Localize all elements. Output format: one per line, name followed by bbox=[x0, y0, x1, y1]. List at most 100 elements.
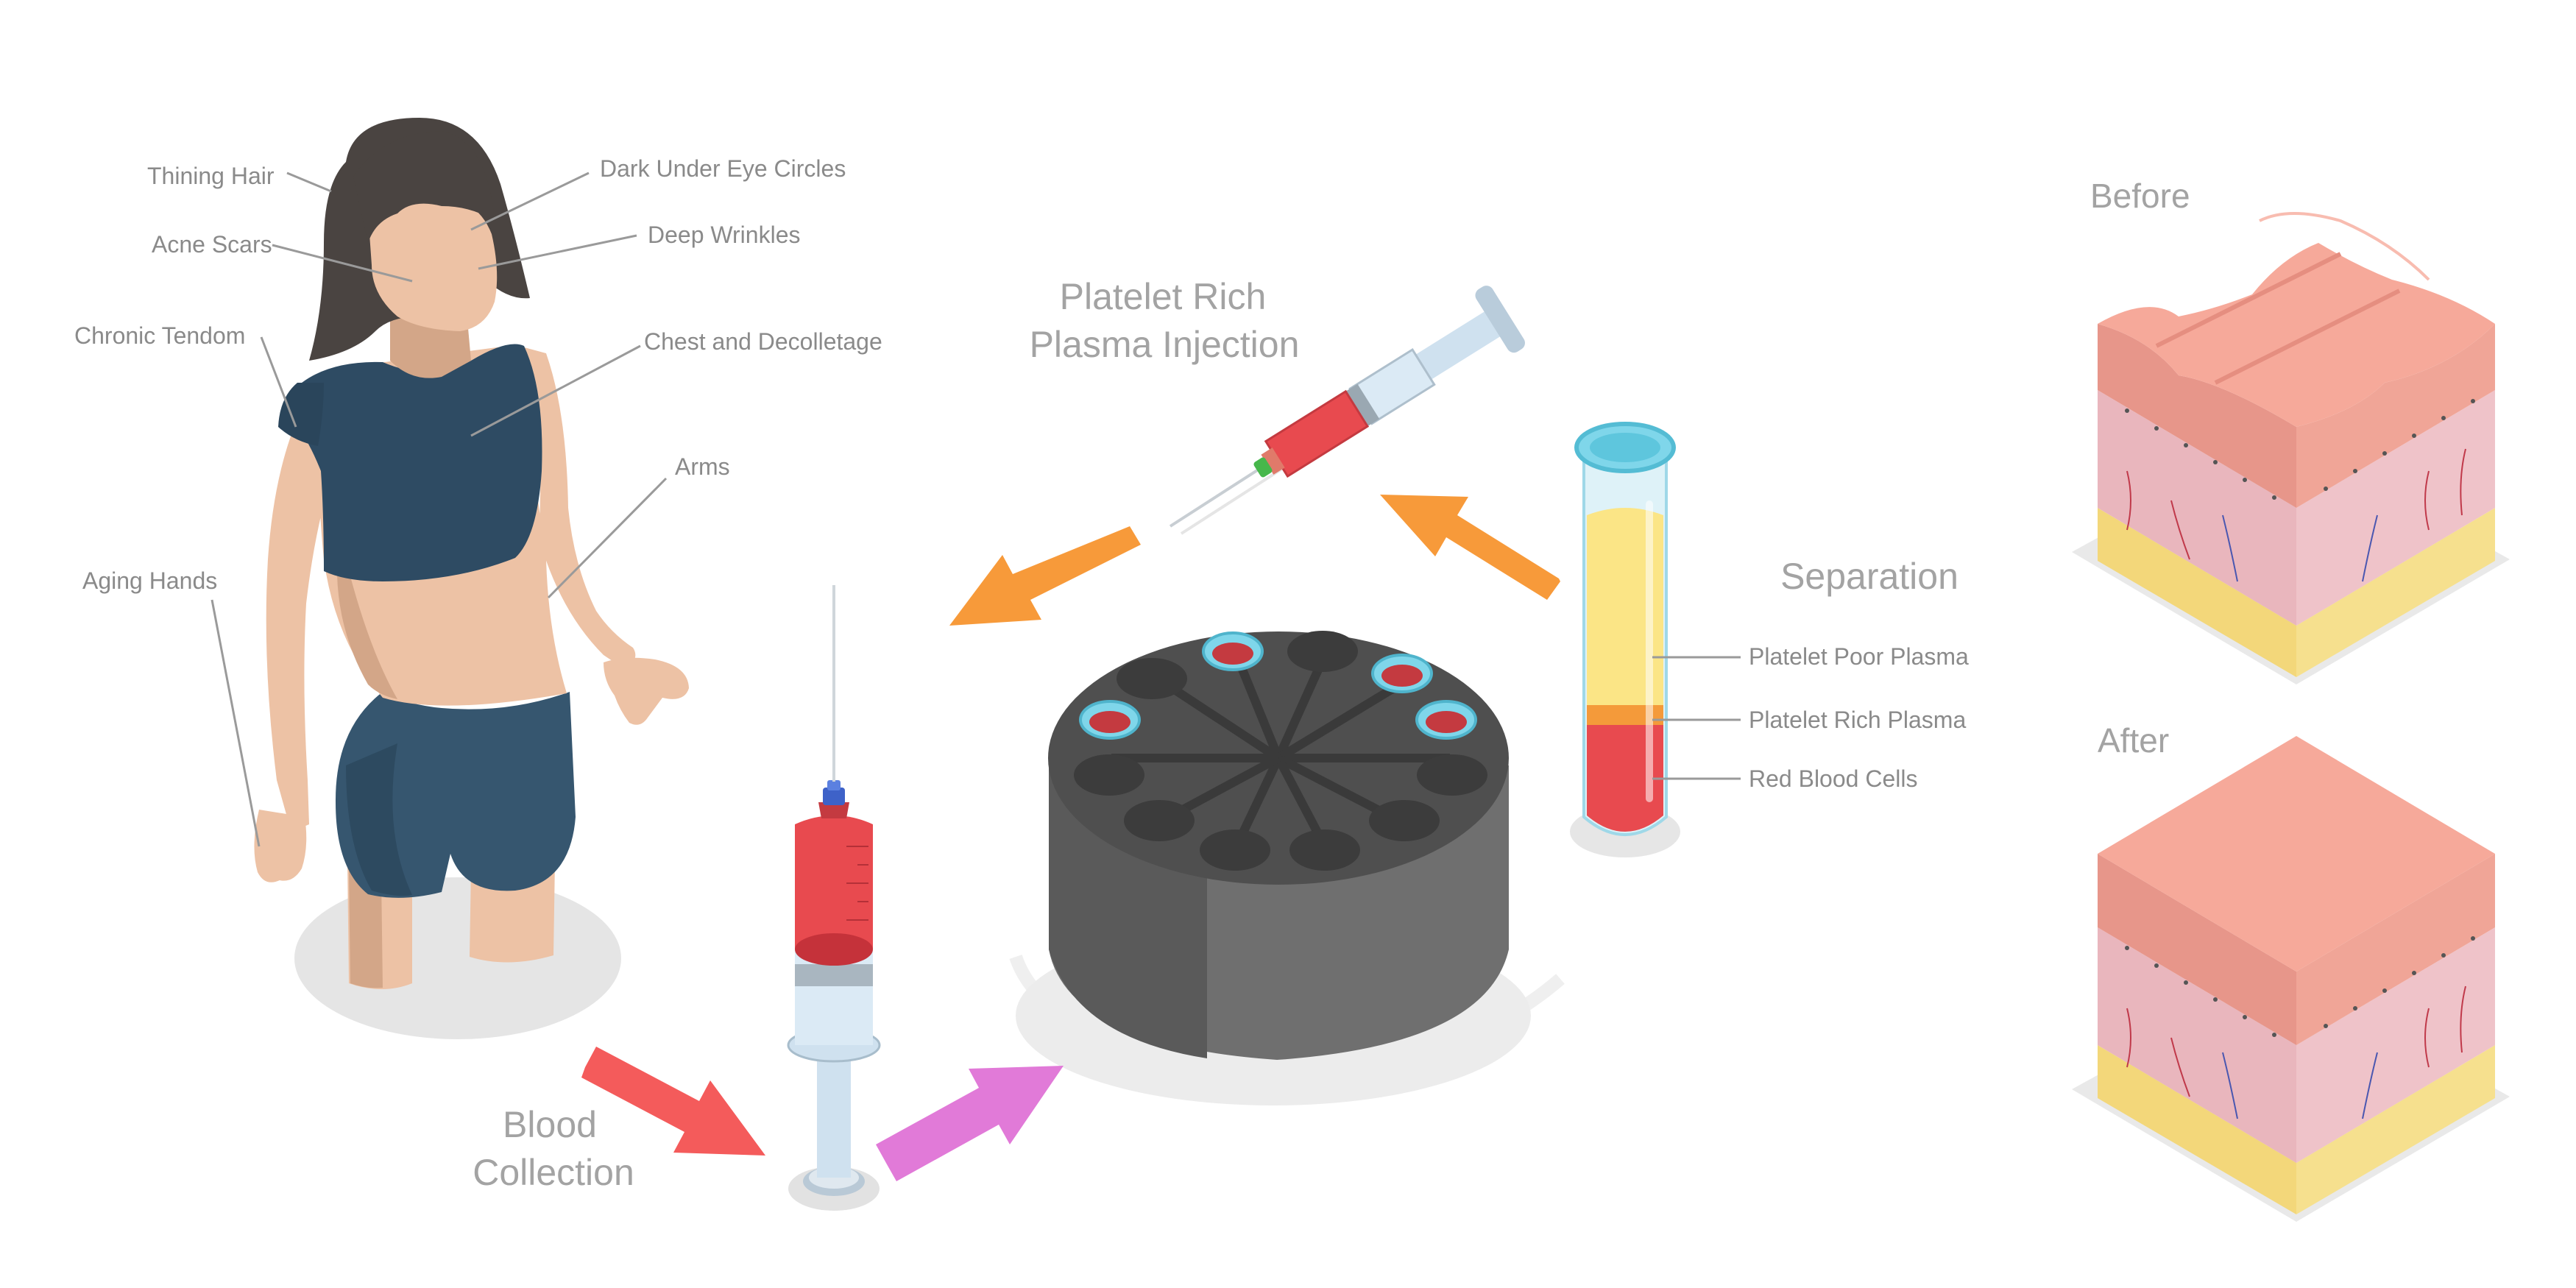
leader-aging-hands bbox=[210, 599, 261, 847]
leader-arms bbox=[547, 477, 668, 599]
label-chronic-tendom: Chronic Tendom bbox=[74, 322, 245, 349]
after-vessels-blue bbox=[2222, 1052, 2378, 1119]
before-epidermis-left bbox=[2098, 324, 2296, 508]
right-arm bbox=[519, 346, 636, 670]
tube-leader-lines bbox=[1652, 656, 1741, 780]
tube-rim-inner bbox=[1590, 433, 1660, 462]
label-arms: Arms bbox=[675, 453, 730, 480]
skin-cube-after bbox=[2072, 736, 2510, 1222]
arrow-orange-tube-to-syringe bbox=[1380, 495, 1560, 600]
injection-syringe bbox=[1169, 286, 1525, 535]
before-cell-dots bbox=[2125, 399, 2475, 500]
step-titles: Platelet Rich Plasma Injection Blood Col… bbox=[473, 276, 1958, 1193]
arrow-pink-to-centrifuge bbox=[876, 1066, 1064, 1181]
title-collection-line1: Blood bbox=[503, 1104, 597, 1145]
separation-test-tube bbox=[1570, 422, 1680, 857]
label-platelet-rich-plasma: Platelet Rich Plasma bbox=[1749, 707, 1966, 733]
injection-needle bbox=[1169, 459, 1275, 528]
syringe-blood-dark bbox=[795, 933, 873, 966]
after-fat-left bbox=[2098, 1045, 2296, 1214]
centrifuge bbox=[1009, 631, 1565, 1105]
patient-figure bbox=[254, 118, 689, 1039]
before-dermis-right bbox=[2296, 390, 2495, 626]
leader-dark-under-eye bbox=[470, 171, 590, 231]
title-injection-line1: Platelet Rich bbox=[1060, 276, 1267, 317]
after-cell-dots bbox=[2125, 936, 2475, 1037]
process-arrows bbox=[581, 495, 1560, 1181]
syringe-hub bbox=[818, 802, 849, 818]
arrow-red-to-syringe bbox=[581, 1047, 765, 1156]
leader-chest bbox=[470, 344, 641, 437]
tube-layer-poor-plasma bbox=[1587, 508, 1663, 705]
left-arm bbox=[266, 412, 339, 827]
heading-after: After bbox=[2098, 721, 2169, 760]
syringe-plunger-rod bbox=[817, 1060, 851, 1178]
face bbox=[368, 195, 498, 331]
before-top-ridge bbox=[2259, 212, 2430, 281]
torso-shade bbox=[337, 559, 397, 699]
tube-layer-rbc bbox=[1587, 721, 1663, 832]
left-hand bbox=[254, 810, 307, 882]
tube-layer-labels: Platelet Poor Plasma Platelet Rich Plasm… bbox=[1749, 643, 1969, 792]
title-separation: Separation bbox=[1780, 556, 1958, 597]
leader-deep-wrinkles bbox=[478, 234, 637, 270]
collection-syringe bbox=[787, 585, 881, 1211]
before-vessels-blue bbox=[2222, 514, 2378, 582]
centrifuge-sample-tubes bbox=[1079, 631, 1477, 740]
figure-floor-shadow bbox=[294, 877, 621, 1039]
leader-acne-scars bbox=[272, 244, 413, 283]
right-hand bbox=[604, 657, 689, 725]
label-acne-scars: Acne Scars bbox=[152, 231, 272, 258]
label-deep-wrinkles: Deep Wrinkles bbox=[648, 222, 800, 248]
figure-labels: Thining Hair Acne Scars Chronic Tendom A… bbox=[74, 155, 882, 594]
syringe-cap bbox=[823, 788, 845, 805]
label-dark-under-eye-circles: Dark Under Eye Circles bbox=[600, 155, 846, 182]
before-fat-left bbox=[2098, 508, 2296, 677]
injection-plunger-rod bbox=[1409, 308, 1507, 384]
before-top-groove-2 bbox=[2214, 289, 2401, 385]
injection-green-cap bbox=[1253, 457, 1273, 478]
sample-tube-4 bbox=[1415, 700, 1477, 740]
title-collection-line2: Collection bbox=[473, 1152, 634, 1193]
after-top-surface bbox=[2098, 736, 2495, 972]
before-vessels bbox=[2126, 448, 2466, 560]
after-dermis-left bbox=[2098, 927, 2296, 1163]
before-fat-right bbox=[2296, 508, 2495, 677]
label-red-blood-cells: Red Blood Cells bbox=[1749, 765, 1917, 792]
label-chest-and-decolletage: Chest and Decolletage bbox=[644, 328, 882, 355]
before-epidermis-right bbox=[2296, 324, 2495, 508]
injection-syringe-body bbox=[1253, 286, 1525, 478]
label-platelet-poor-plasma: Platelet Poor Plasma bbox=[1749, 643, 1969, 670]
left-leg-shade bbox=[349, 868, 383, 988]
leader-thining-hair bbox=[286, 171, 332, 193]
centrifuge-wells bbox=[1074, 631, 1487, 871]
after-epidermis-right bbox=[2296, 854, 2495, 1045]
tube-highlight bbox=[1646, 500, 1653, 802]
heading-before: Before bbox=[2090, 177, 2190, 215]
arrow-orange-to-patient bbox=[949, 526, 1141, 626]
skin-cube-before bbox=[2072, 212, 2510, 684]
before-dermis-left bbox=[2098, 390, 2296, 626]
syringe-blood bbox=[795, 815, 873, 958]
sample-tube-1 bbox=[1202, 631, 1264, 671]
injection-stopper bbox=[1343, 383, 1380, 428]
leader-chronic-tendom bbox=[260, 336, 297, 428]
title-injection-line2: Plasma Injection bbox=[1030, 324, 1300, 365]
shorts-shade bbox=[346, 743, 412, 896]
after-fat-right bbox=[2296, 1045, 2495, 1214]
before-top-surface bbox=[2098, 243, 2495, 427]
injection-hub bbox=[1261, 447, 1285, 475]
figure-leader-lines bbox=[210, 171, 668, 847]
hair-bangs bbox=[353, 131, 495, 243]
before-top-groove-1 bbox=[2155, 252, 2342, 348]
syringe-stopper bbox=[795, 964, 873, 986]
after-dermis-right bbox=[2296, 927, 2495, 1163]
injection-flange bbox=[1475, 286, 1525, 353]
sample-tube-2 bbox=[1371, 654, 1433, 693]
syringe-scale bbox=[846, 846, 868, 921]
after-vessels bbox=[2126, 986, 2466, 1097]
label-thining-hair: Thining Hair bbox=[147, 163, 275, 189]
comparison-headings: Before After bbox=[2090, 177, 2190, 760]
label-aging-hands: Aging Hands bbox=[82, 567, 217, 594]
